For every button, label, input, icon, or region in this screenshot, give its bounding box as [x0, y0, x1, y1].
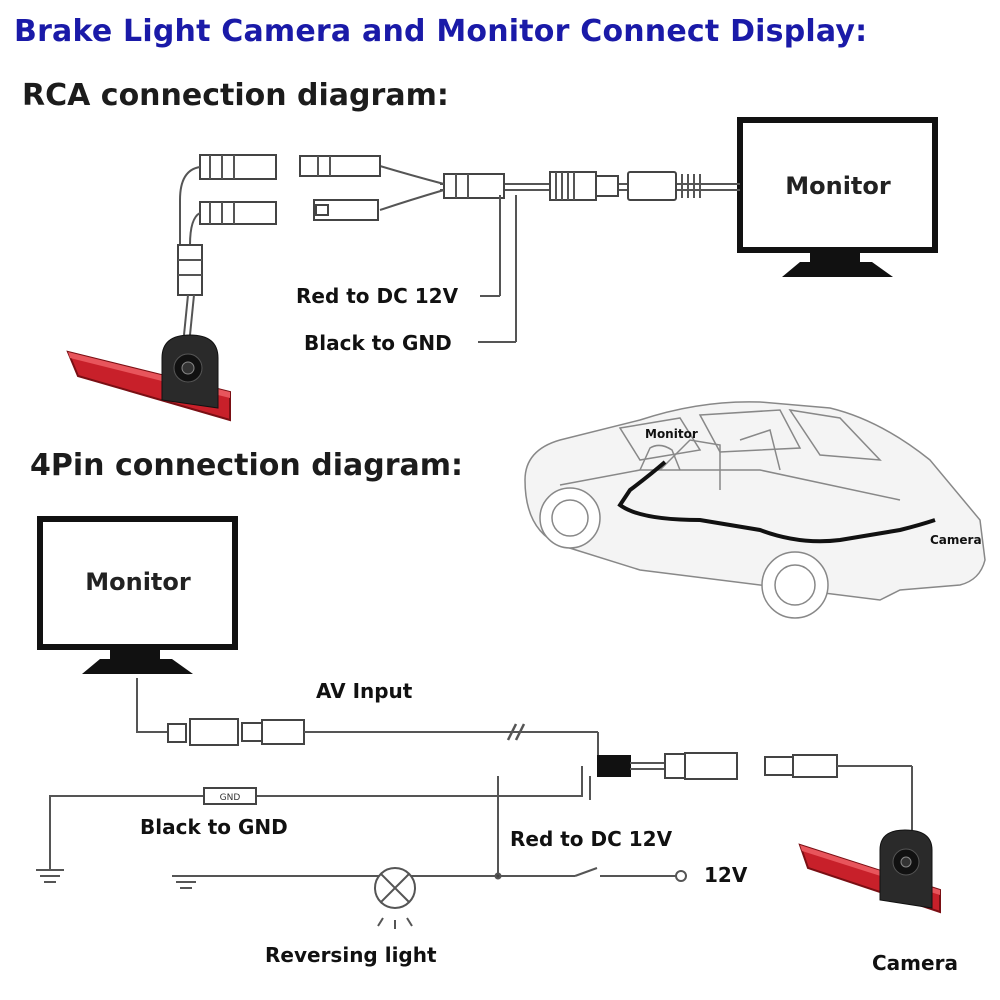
- vehicle-monitor-label: Monitor: [645, 427, 698, 441]
- pin4-diagram: Monitor AV Input: [36, 516, 958, 975]
- rca-main-cable: [440, 171, 740, 201]
- pin4-monitor-label: Monitor: [85, 568, 191, 596]
- rca-black-wire-label: Black to GND: [304, 331, 452, 355]
- av-input-label: AV Input: [316, 679, 413, 703]
- rca-plugs: [177, 154, 445, 336]
- vehicle-illustration: [524, 401, 986, 619]
- pin4-camera-label: Camera: [872, 951, 958, 975]
- rca-red-wire-label: Red to DC 12V: [296, 284, 459, 308]
- voltage-label: 12V: [704, 863, 748, 887]
- rca-power-wires: [478, 195, 517, 343]
- rca-section-title: RCA connection diagram:: [22, 78, 449, 113]
- pin4-red-wire-label: Red to DC 12V: [510, 827, 673, 851]
- rca-diagram: Monitor: [66, 117, 938, 422]
- gnd-tag-label: GND: [220, 793, 241, 803]
- av-input-cable: [136, 678, 599, 766]
- pin4-section-title: 4Pin connection diagram:: [30, 448, 463, 483]
- page-title: Brake Light Camera and Monitor Connect D…: [14, 14, 868, 49]
- pin4-black-wire-label: Black to GND: [140, 815, 288, 839]
- pin4-brake-light-camera: [798, 829, 941, 914]
- reversing-light-label: Reversing light: [265, 943, 437, 967]
- pin4-monitor: Monitor: [37, 516, 238, 674]
- pin4-cable: [597, 752, 913, 830]
- rca-brake-light-camera: [66, 334, 231, 422]
- rca-monitor: Monitor: [737, 117, 938, 277]
- vehicle-camera-label: Camera: [930, 533, 982, 547]
- reversing-light-bulb: [374, 867, 416, 929]
- ground-wire: [36, 766, 583, 883]
- rca-monitor-label: Monitor: [785, 172, 891, 200]
